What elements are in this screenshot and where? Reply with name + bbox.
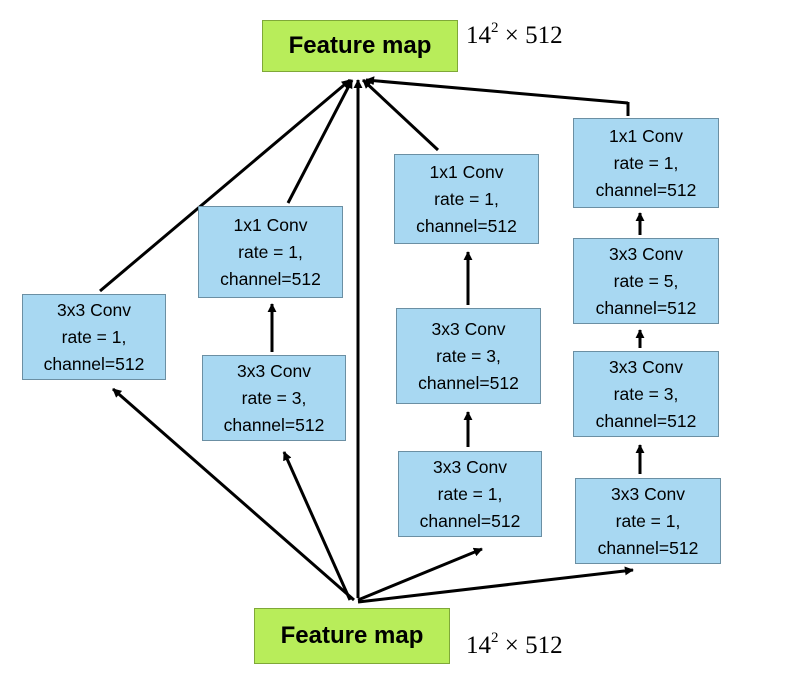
branch4-conv4: 1x1 Conv rate = 1, channel=512 [573,118,719,208]
branch2-conv2: 1x1 Conv rate = 1, channel=512 [198,206,343,298]
branch3-conv2: 3x3 Conv rate = 3, channel=512 [396,308,541,404]
top-feature-map: Feature map [262,20,458,72]
arrow-bottom-to-branch2 [282,451,352,601]
branch3-conv1: 3x3 Conv rate = 1, channel=512 [398,451,542,537]
arrow-bottom-to-branch1 [112,387,355,602]
bottom-feature-map-label: Feature map [280,622,424,649]
arrow-bottom-to-branch3 [357,547,483,602]
branch1-conv1: 3x3 Conv rate = 1, channel=512 [22,294,166,380]
branch2-conv1: 3x3 Conv rate = 3, channel=512 [202,355,346,441]
arrow-branch1-to-top [99,78,351,293]
branch4-conv3: 3x3 Conv rate = 5, channel=512 [573,238,719,324]
arrow-bottom-to-branch4 [357,566,634,604]
arrow-branch2-to-top [286,79,354,204]
branch4-conv2: 3x3 Conv rate = 3, channel=512 [573,351,719,437]
top-feature-map-dimension: 142 × 512 [466,20,563,49]
arrow-branch3-to-top [361,78,440,152]
branch3-conv3: 1x1 Conv rate = 1, channel=512 [394,154,539,244]
top-feature-map-label: Feature map [288,32,432,59]
bottom-feature-map-dimension: 142 × 512 [466,630,563,659]
arrow-branch4-to-top [365,76,629,105]
branch4-conv1: 3x3 Conv rate = 1, channel=512 [575,478,721,564]
bottom-feature-map: Feature map [254,608,450,664]
